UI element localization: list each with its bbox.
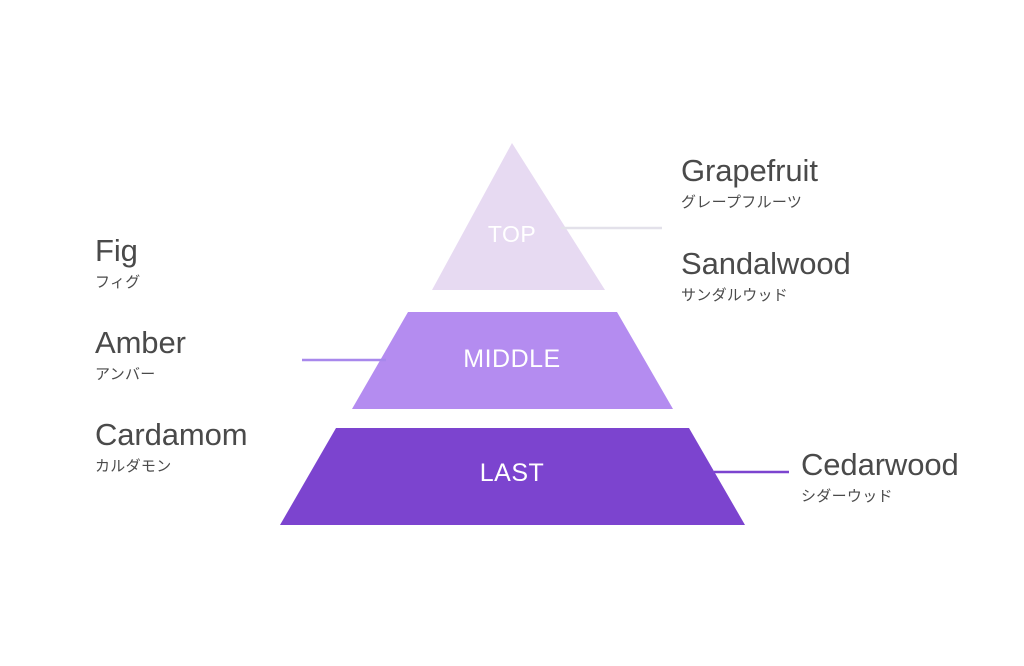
- note-label-sandalwood: Sandalwood サンダルウッド: [681, 246, 851, 306]
- note-cedarwood-en: Cedarwood: [801, 447, 959, 482]
- note-label-amber: Amber アンバー: [95, 325, 186, 385]
- note-label-cardamom: Cardamom カルダモン: [95, 417, 248, 477]
- note-amber-en: Amber: [95, 325, 186, 360]
- note-grapefruit-ja: グレープフルーツ: [681, 193, 803, 211]
- pyramid-tier-middle[interactable]: [352, 312, 673, 409]
- note-grapefruit-en: Grapefruit: [681, 153, 818, 188]
- note-label-fig: Fig フィグ: [95, 233, 141, 293]
- note-fig-en: Fig: [95, 233, 138, 268]
- pyramid-tier-top[interactable]: [432, 143, 605, 290]
- tier-caption-top: TOP: [487, 221, 537, 247]
- note-amber-ja: アンバー: [95, 365, 156, 383]
- pyramid-tier-last[interactable]: [280, 428, 745, 525]
- tier-caption-middle: MIDDLE: [463, 345, 561, 373]
- note-sandalwood-en: Sandalwood: [681, 246, 851, 281]
- note-fig-ja: フィグ: [95, 273, 141, 291]
- note-label-cedarwood: Cedarwood シダーウッド: [801, 447, 959, 507]
- note-cedarwood-ja: シダーウッド: [801, 487, 893, 505]
- note-cardamom-en: Cardamom: [95, 417, 248, 452]
- note-sandalwood-ja: サンダルウッド: [681, 286, 789, 304]
- tier-caption-last: LAST: [479, 459, 545, 487]
- note-cardamom-ja: カルダモン: [95, 457, 172, 475]
- note-label-grapefruit: Grapefruit グレープフルーツ: [681, 153, 818, 213]
